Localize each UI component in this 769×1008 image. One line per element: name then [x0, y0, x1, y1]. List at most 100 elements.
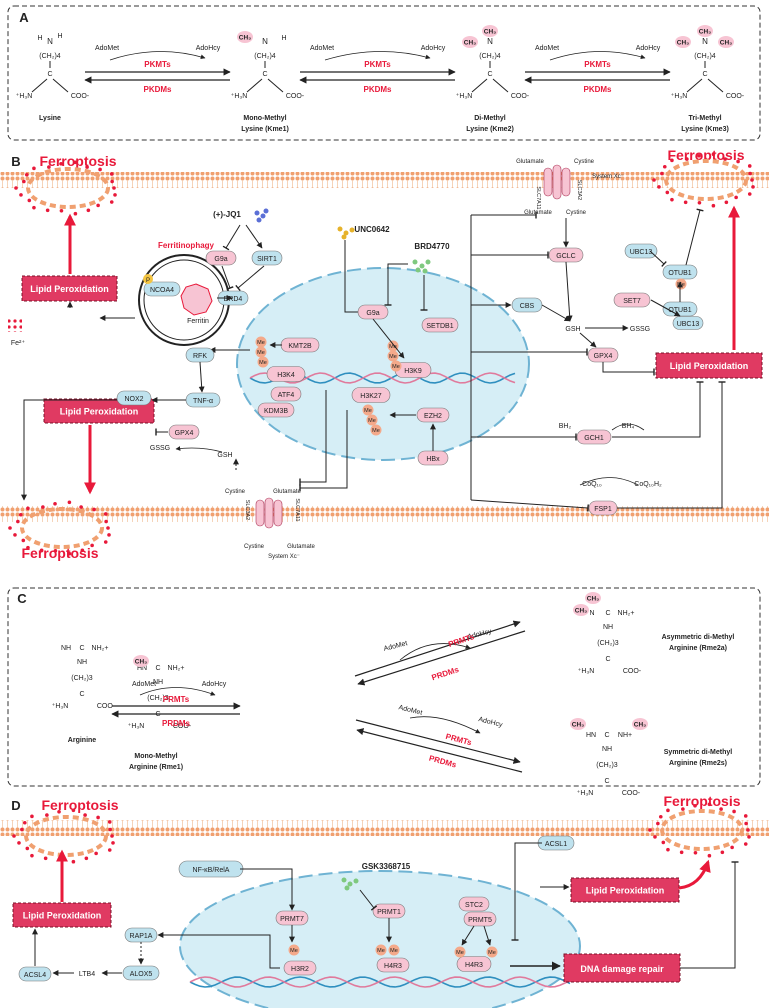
xc-bottom-name: System Xc⁻ — [268, 554, 300, 560]
b-me-7-shape — [366, 414, 378, 426]
b-me-7-label: Me — [368, 418, 376, 424]
b-lipid-peroxidation-left: Lipid Peroxidation — [21, 275, 118, 302]
amine-n-lys: N — [47, 37, 53, 46]
d-dead-cell-right-debris — [732, 809, 736, 814]
d-dead-cell-left-debris — [17, 841, 21, 845]
d-me-h4r3-b1: Me — [454, 946, 466, 958]
b-ferroptosis-bottom-left: Ferroptosis — [21, 545, 98, 561]
b-otub1-top-label: OTUB1 — [668, 270, 691, 277]
kme1-methyl: CH₃ — [237, 31, 253, 43]
b-gch1-shape — [576, 429, 612, 445]
arg-guanidino-c: C — [79, 645, 84, 652]
alpha-kme3: C — [702, 71, 707, 78]
b-g9a-nuc: G9a — [357, 304, 389, 320]
rme1-abbr: Arginine (Rme1) — [129, 764, 183, 771]
kme3-methyl-3-shape — [718, 36, 734, 48]
d-dead-cell-right-debris — [693, 803, 697, 808]
b-lipid-peroxidation-left-label: Lipid Peroxidation — [30, 284, 109, 294]
d-acsl1: ACSL1 — [537, 835, 575, 851]
alpha-kme2: C — [487, 71, 492, 78]
kme2-methyl-2-label: CH₃ — [484, 29, 496, 36]
b-dead-cell-bottom-left-debris — [13, 533, 17, 537]
d-dead-cell-right-debris — [746, 828, 750, 832]
cofactor-curve-2 — [324, 51, 431, 61]
prmt5-to-me-1 — [461, 925, 475, 946]
b-setdb1-shape — [421, 317, 459, 333]
panel-d-letter: D — [11, 798, 20, 813]
c-adohcy-3: AdoHcy — [478, 716, 504, 729]
c-cofactor-3 — [409, 716, 481, 734]
c-adohcy-1: AdoHcy — [202, 681, 227, 688]
b-dead-cell-top-right-debris — [662, 164, 667, 169]
b-fsp1: FSP1 — [588, 500, 618, 516]
b-lipid-peroxidation-mid-label: Lipid Peroxidation — [60, 407, 139, 417]
b-me-6: Me — [362, 404, 374, 416]
b-gclc-label: GCLC — [556, 253, 575, 260]
b-lipid-peroxidation-right-box — [655, 352, 763, 379]
c-prmts-3: PRMTs — [445, 732, 473, 748]
d-prmt5-shape — [463, 911, 497, 927]
d-acsl4-label: ACSL4 — [24, 972, 46, 979]
rme2s-name: Symmetric di-Methyl — [664, 749, 733, 756]
xc-top-cystine-out: Cystine — [574, 159, 595, 165]
b-me-3: Me — [387, 340, 399, 352]
b-dead-cell-bottom-left-debris — [18, 512, 23, 517]
b-me-1-label: Me — [257, 350, 265, 356]
b-dead-cell-bottom-left-debris — [26, 545, 30, 550]
phospho-label: P — [146, 278, 150, 284]
b-me-3-shape — [387, 340, 399, 352]
ferritin-shape — [180, 283, 213, 316]
b-dead-cell-bottom-left-debris — [104, 519, 108, 524]
b-dead-cell-top-left-debris — [110, 179, 114, 184]
d-dead-cell-left-debris — [20, 827, 24, 832]
rme1-left-n: HN — [137, 665, 147, 672]
b-system-xc-top — [543, 164, 571, 200]
d-h4r3-b: H4R3 — [456, 956, 492, 972]
b-dead-cell-bottom-left-debris — [80, 548, 85, 553]
d-me-h3r2: Me — [288, 944, 300, 956]
jq1-dots — [254, 208, 269, 223]
d-dead-cell-right-debris — [747, 835, 751, 839]
d-h4r3-b-shape — [456, 956, 492, 972]
d-dead-cell-right-debris — [661, 840, 666, 845]
b-me-2-label: Me — [259, 360, 267, 366]
b-me-5-label: Me — [392, 364, 400, 370]
rme2a-methyl-2-shape — [585, 592, 601, 604]
b-dead-cell-top-right-debris — [711, 203, 716, 208]
rme2s-nh: NH — [602, 746, 612, 753]
d-dead-cell-left-debris — [83, 813, 87, 817]
d-dead-cell-left-debris — [110, 834, 114, 838]
b-me-4: Me — [387, 350, 399, 362]
b-gpx4-right: GPX4 — [587, 347, 619, 363]
ncoa4-label: NCOA4 — [150, 287, 174, 294]
b-dead-cell-top-left-debris — [59, 161, 63, 166]
d-dead-cell-right-debris — [743, 814, 748, 818]
b-dead-cell-top-left-debris — [27, 198, 32, 203]
arg-alpha: C — [79, 691, 84, 698]
bond-amine-kme1 — [246, 78, 263, 93]
b-dead-cell-top-right-debris — [750, 178, 754, 182]
b-kdm3b: KDM3B — [257, 402, 295, 418]
d-me-h4r3-b1-shape — [454, 946, 466, 958]
d-ltb4: LTB4 — [79, 971, 95, 978]
d-dead-cell-right — [648, 802, 751, 858]
b-dead-cell-top-right-debris — [711, 152, 716, 157]
otub1-to-membrane — [685, 208, 704, 266]
bond-amine-kme3 — [686, 78, 703, 93]
unc-dots — [337, 226, 355, 240]
rme2a-methyl-1: CH₃ — [573, 604, 589, 616]
d-dead-cell-right-debris — [720, 850, 725, 855]
rme2s-methyl-2: CH₃ — [632, 718, 648, 730]
c-prdms-1: PRDMs — [162, 719, 191, 728]
xc-top-slc7a11: SLC7A11 — [535, 186, 541, 209]
kme3-methyl-1: CH₃ — [675, 36, 691, 48]
kme3-methyl-1-shape — [675, 36, 691, 48]
b-g9a-cyto: G9a — [205, 250, 237, 266]
b-ezh2: EZH2 — [416, 407, 450, 423]
membrane-b-bottom — [0, 506, 769, 522]
b-gch1: GCH1 — [576, 429, 612, 445]
b-lipid-peroxidation-mid: Lipid Peroxidation — [43, 398, 155, 424]
d-dead-cell-right-debris — [707, 802, 712, 807]
b-dead-cell-bottom-left-debris — [53, 501, 57, 506]
b-dead-cell-bottom-left — [8, 500, 111, 556]
